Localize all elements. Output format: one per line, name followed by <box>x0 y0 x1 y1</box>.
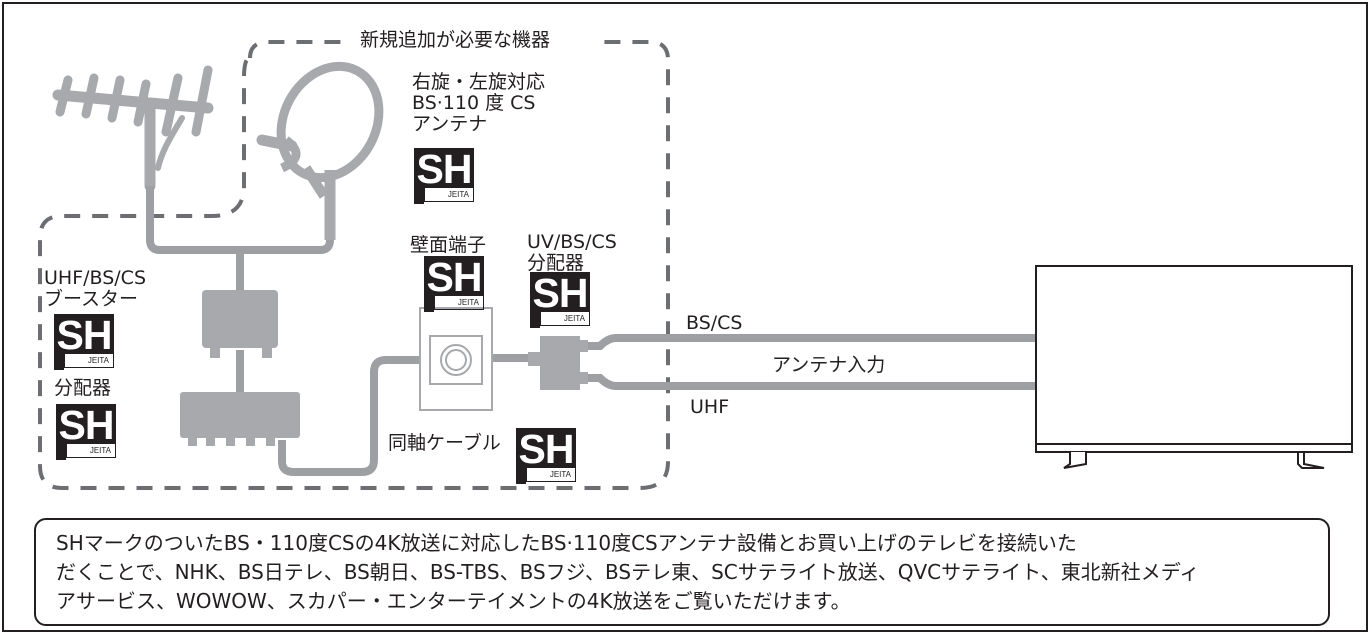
splitter-label: 分配器 <box>54 377 112 399</box>
uv-splitter-label: UV/BS/CS 分配器 <box>527 231 617 274</box>
splitter-device <box>180 392 300 446</box>
satellite-dish-icon <box>256 61 384 240</box>
booster-label: UHF/BS/CS ブースター <box>44 267 147 310</box>
compatibility-note: SHマークのついたBS・110度CSの4K放送に対応したBS·110度CSアンテ… <box>34 518 1330 626</box>
uhf-line-label: UHF <box>690 396 730 418</box>
antenna-cables <box>146 186 1036 476</box>
label-gap <box>350 26 600 54</box>
dish-label: 右旋・左旋対応 BS·110 度 CS アンテナ <box>412 71 546 135</box>
television-icon <box>1035 265 1353 469</box>
bs-cs-line-label: BS/CS <box>686 312 743 334</box>
new-equipment-label: 新規追加が必要な機器 <box>360 29 551 51</box>
uhf-antenna-icon <box>52 65 214 192</box>
antenna-input-label: アンテナ入力 <box>772 354 886 376</box>
wall-outlet <box>419 307 493 411</box>
coax-cable-label: 同軸ケーブル <box>388 432 501 454</box>
uv-splitter-device <box>528 336 588 390</box>
wall-outlet-label: 壁面端子 <box>410 234 487 256</box>
booster-device <box>202 290 278 358</box>
